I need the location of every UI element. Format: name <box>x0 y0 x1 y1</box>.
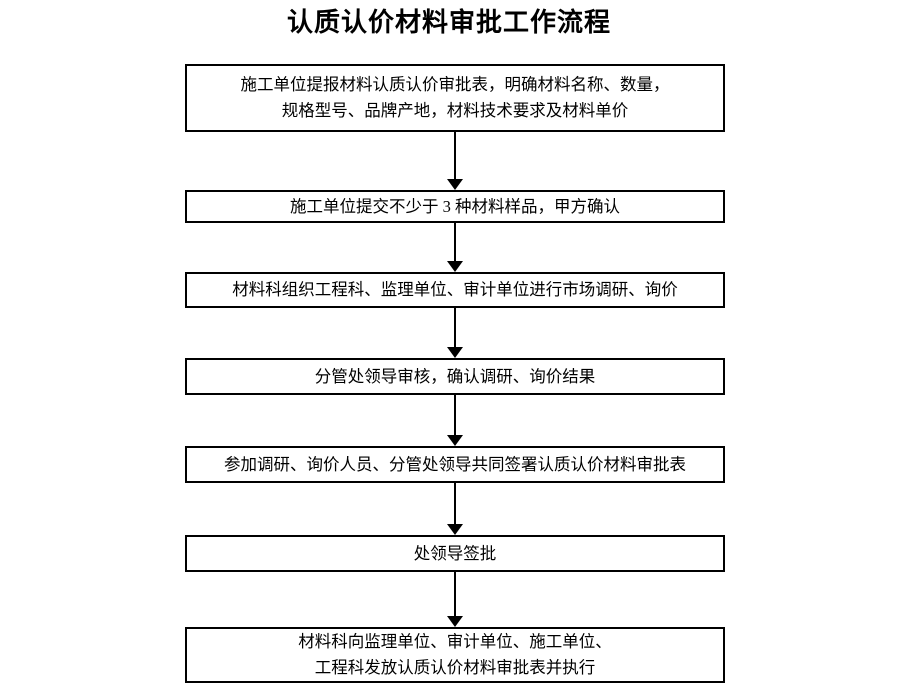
flow-step-4[interactable]: 分管处领导审核，确认调研、询价结果 <box>185 358 725 395</box>
arrowhead-down-icon <box>447 347 463 358</box>
connector-arrow-2-to-3 <box>447 223 463 272</box>
arrowhead-down-icon <box>447 179 463 190</box>
flow-step-4-label: 分管处领导审核，确认调研、询价结果 <box>314 366 596 386</box>
flow-step-5[interactable]: 参加调研、询价人员、分管处领导共同签署认质认价材料审批表 <box>185 446 725 483</box>
flow-step-3-label: 材料科组织工程科、监理单位、审计单位进行市场调研、询价 <box>232 280 678 299</box>
flow-step-2[interactable]: 施工单位提交不少于 3 种材料样品，甲方确认 <box>185 190 725 223</box>
flow-step-1-label: 施工单位提报材料认质认价审批表，明确材料名称、数量， 规格型号、品牌产地，材料技… <box>240 75 670 120</box>
flow-step-6-label: 处领导签批 <box>413 543 497 563</box>
connector-stem <box>454 132 456 179</box>
connector-arrow-6-to-7 <box>447 572 463 627</box>
arrowhead-down-icon <box>447 524 463 535</box>
flow-step-1[interactable]: 施工单位提报材料认质认价审批表，明确材料名称、数量， 规格型号、品牌产地，材料技… <box>185 64 725 132</box>
arrowhead-down-icon <box>447 616 463 627</box>
flow-step-6[interactable]: 处领导签批 <box>185 535 725 572</box>
connector-arrow-3-to-4 <box>447 308 463 358</box>
flow-step-2-label: 施工单位提交不少于 3 种材料样品，甲方确认 <box>290 196 620 216</box>
connector-stem <box>454 308 456 347</box>
connector-stem <box>454 223 456 261</box>
connector-stem <box>454 483 456 524</box>
arrowhead-down-icon <box>447 435 463 446</box>
connector-arrow-4-to-5 <box>447 395 463 446</box>
flow-step-3[interactable]: 材料科组织工程科、监理单位、审计单位进行市场调研、询价 <box>185 272 725 308</box>
page-title: 认质认价材料审批工作流程 <box>286 8 611 37</box>
arrowhead-down-icon <box>447 261 463 272</box>
flow-step-7[interactable]: 材料科向监理单位、审计单位、施工单位、 工程科发放认质认价材料审批表并执行 <box>185 627 725 683</box>
connector-arrow-1-to-2 <box>447 132 463 190</box>
flow-step-5-label: 参加调研、询价人员、分管处领导共同签署认质认价材料审批表 <box>224 454 686 474</box>
connector-stem <box>454 395 456 435</box>
flow-step-7-label: 材料科向监理单位、审计单位、施工单位、 工程科发放认质认价材料审批表并执行 <box>298 632 612 677</box>
connector-arrow-5-to-6 <box>447 483 463 535</box>
connector-stem <box>454 572 456 616</box>
